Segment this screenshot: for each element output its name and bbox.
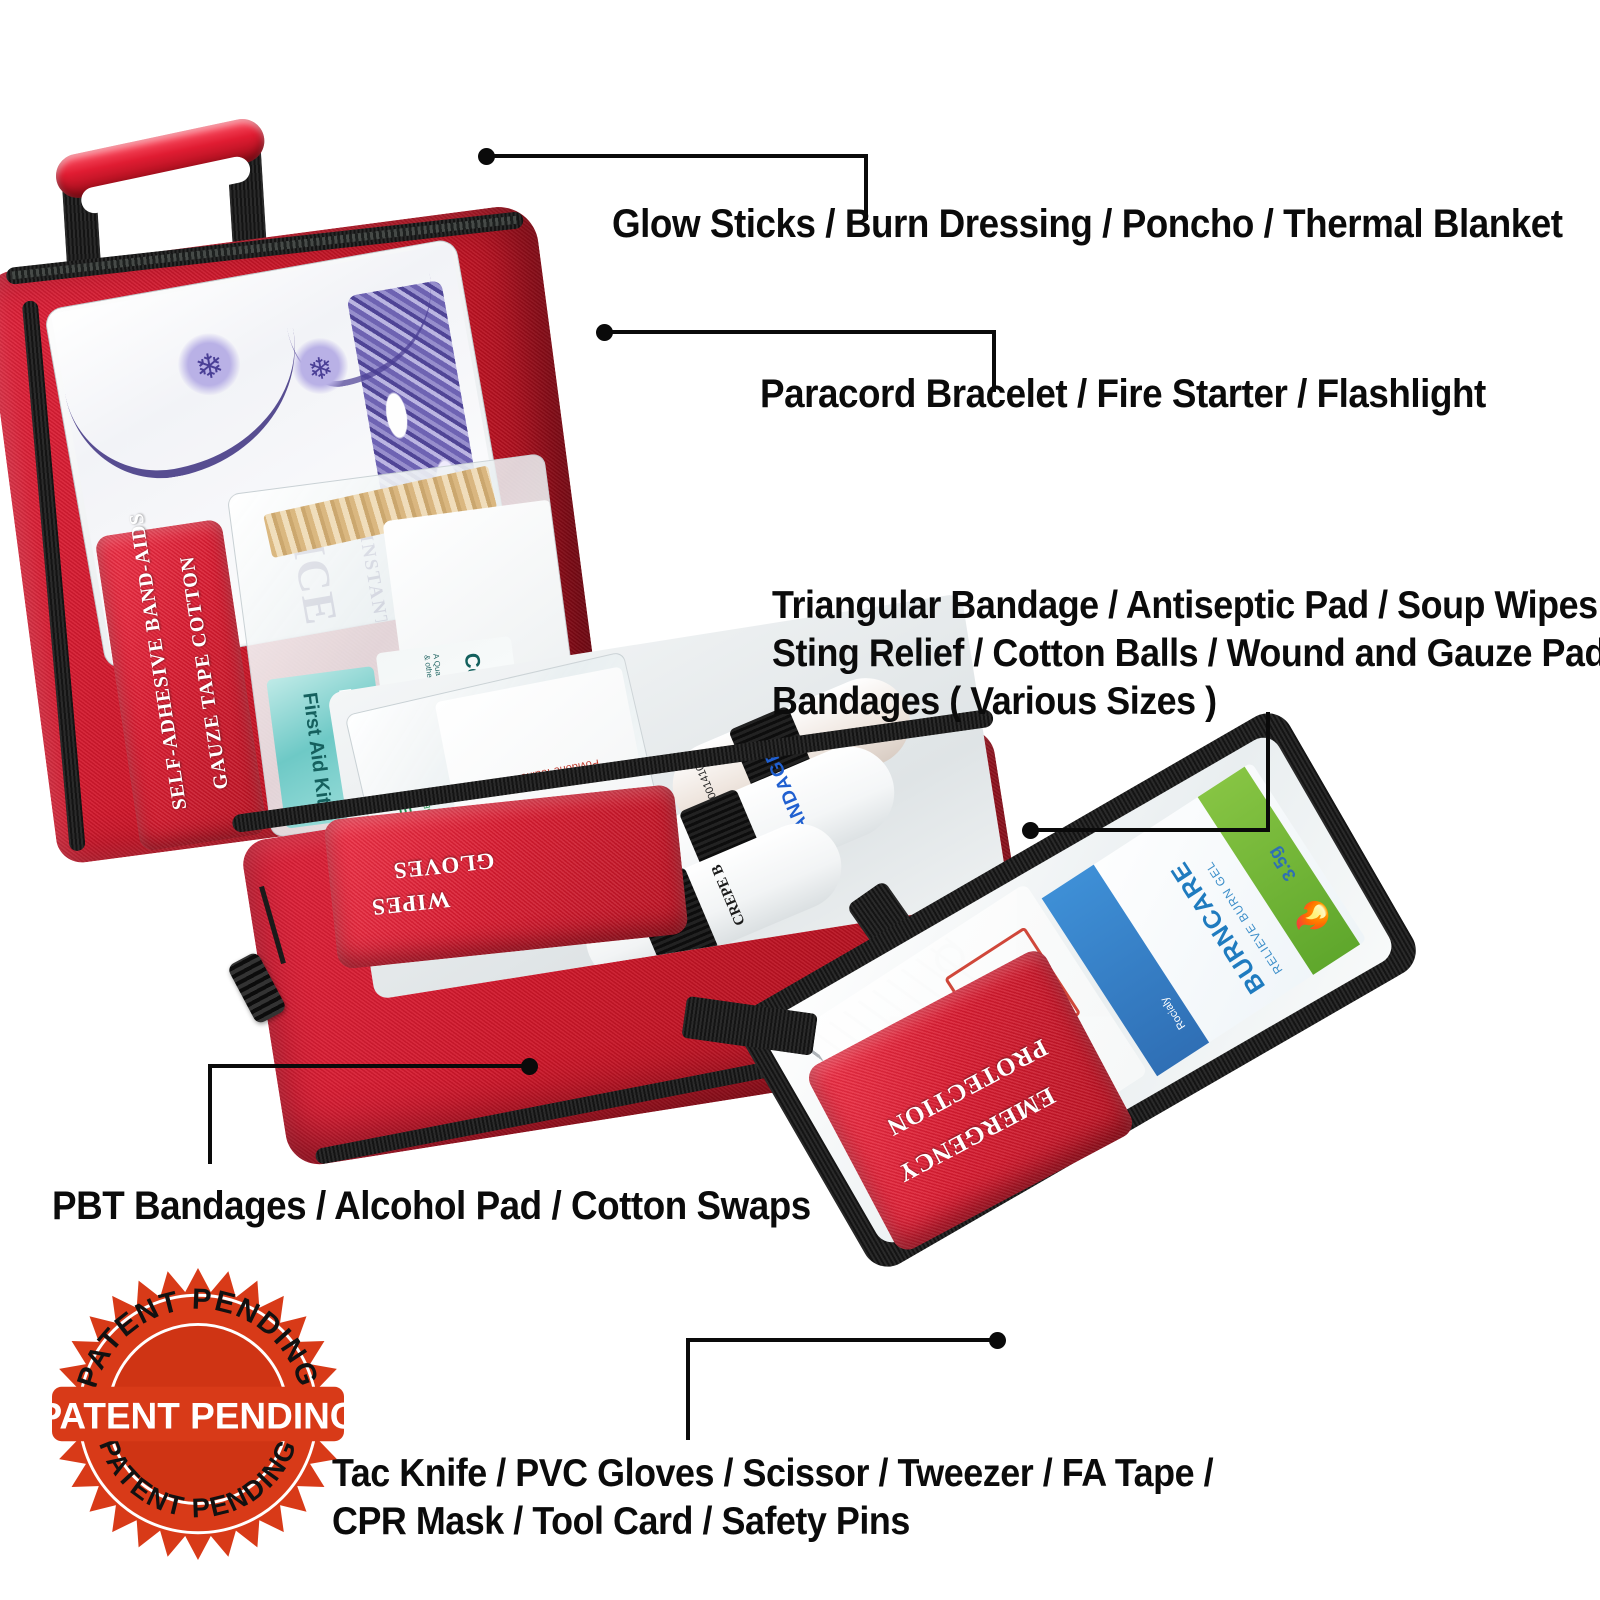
callout-line: PBT Bandages / Alcohol Pad / Cotton Swap… (52, 1184, 811, 1228)
crepe-bandage-label: CREPE B (708, 862, 749, 928)
leader-segment-horizontal (686, 1338, 994, 1342)
leader-segment-horizontal (208, 1064, 526, 1068)
badge-banner-text: PATENT PENDING (52, 1396, 344, 1437)
leader-segment-horizontal (1030, 828, 1270, 832)
leader-line-3 (1022, 712, 1278, 840)
badge-banner (52, 1386, 344, 1442)
leader-line-1 (478, 148, 878, 220)
leader-segment-vertical (864, 154, 868, 220)
callout-pbt-bandages: PBT Bandages / Alcohol Pad / Cotton Swap… (52, 1182, 811, 1231)
callout-line: Triangular Bandage / Antiseptic Pad / So… (772, 584, 1600, 627)
leader-dot (989, 1332, 1006, 1349)
callout-line: Sting Relief / Cotton Balls / Wound and … (772, 631, 1600, 675)
callout-line: Bandages ( Various Sizes ) (772, 679, 1217, 723)
leader-segment-horizontal (486, 154, 868, 158)
callout-line: CPR Mask / Tool Card / Safety Pins (332, 1499, 910, 1543)
callout-triangular-bandage: Triangular Bandage / Antiseptic Pad / So… (772, 582, 1600, 726)
callout-glow-sticks: Glow Sticks / Burn Dressing / Poncho / T… (612, 200, 1563, 249)
leader-segment-vertical (208, 1064, 212, 1164)
leader-dot (521, 1058, 538, 1075)
base-strap-label-2: GLOVES (391, 848, 496, 884)
patent-pending-badge-svg: PATENT PENDING PATENT PENDING PATENT PEN… (37, 1268, 359, 1560)
leader-segment-vertical (1266, 712, 1270, 832)
patent-pending-badge: PATENT PENDING PATENT PENDING PATENT PEN… (37, 1268, 359, 1560)
callout-paracord-bracelet: Paracord Bracelet / Fire Starter / Flash… (760, 370, 1486, 419)
callout-line: Tac Knife / PVC Gloves / Scissor / Tweez… (332, 1452, 1214, 1495)
callout-line: Glow Sticks / Burn Dressing / Poncho / T… (612, 202, 1563, 246)
leader-line-5 (686, 1332, 1006, 1442)
callout-line: Paracord Bracelet / Fire Starter / Flash… (760, 372, 1486, 416)
leader-line-4 (208, 1058, 538, 1166)
callout-tac-knife: Tac Knife / PVC Gloves / Scissor / Tweez… (332, 1450, 1214, 1546)
leader-segment-vertical (686, 1338, 690, 1440)
leader-segment-horizontal (604, 330, 996, 334)
base-strap-label-1: WIPES (370, 886, 452, 921)
leader-segment-vertical (992, 330, 996, 392)
leader-line-2 (596, 324, 1006, 392)
